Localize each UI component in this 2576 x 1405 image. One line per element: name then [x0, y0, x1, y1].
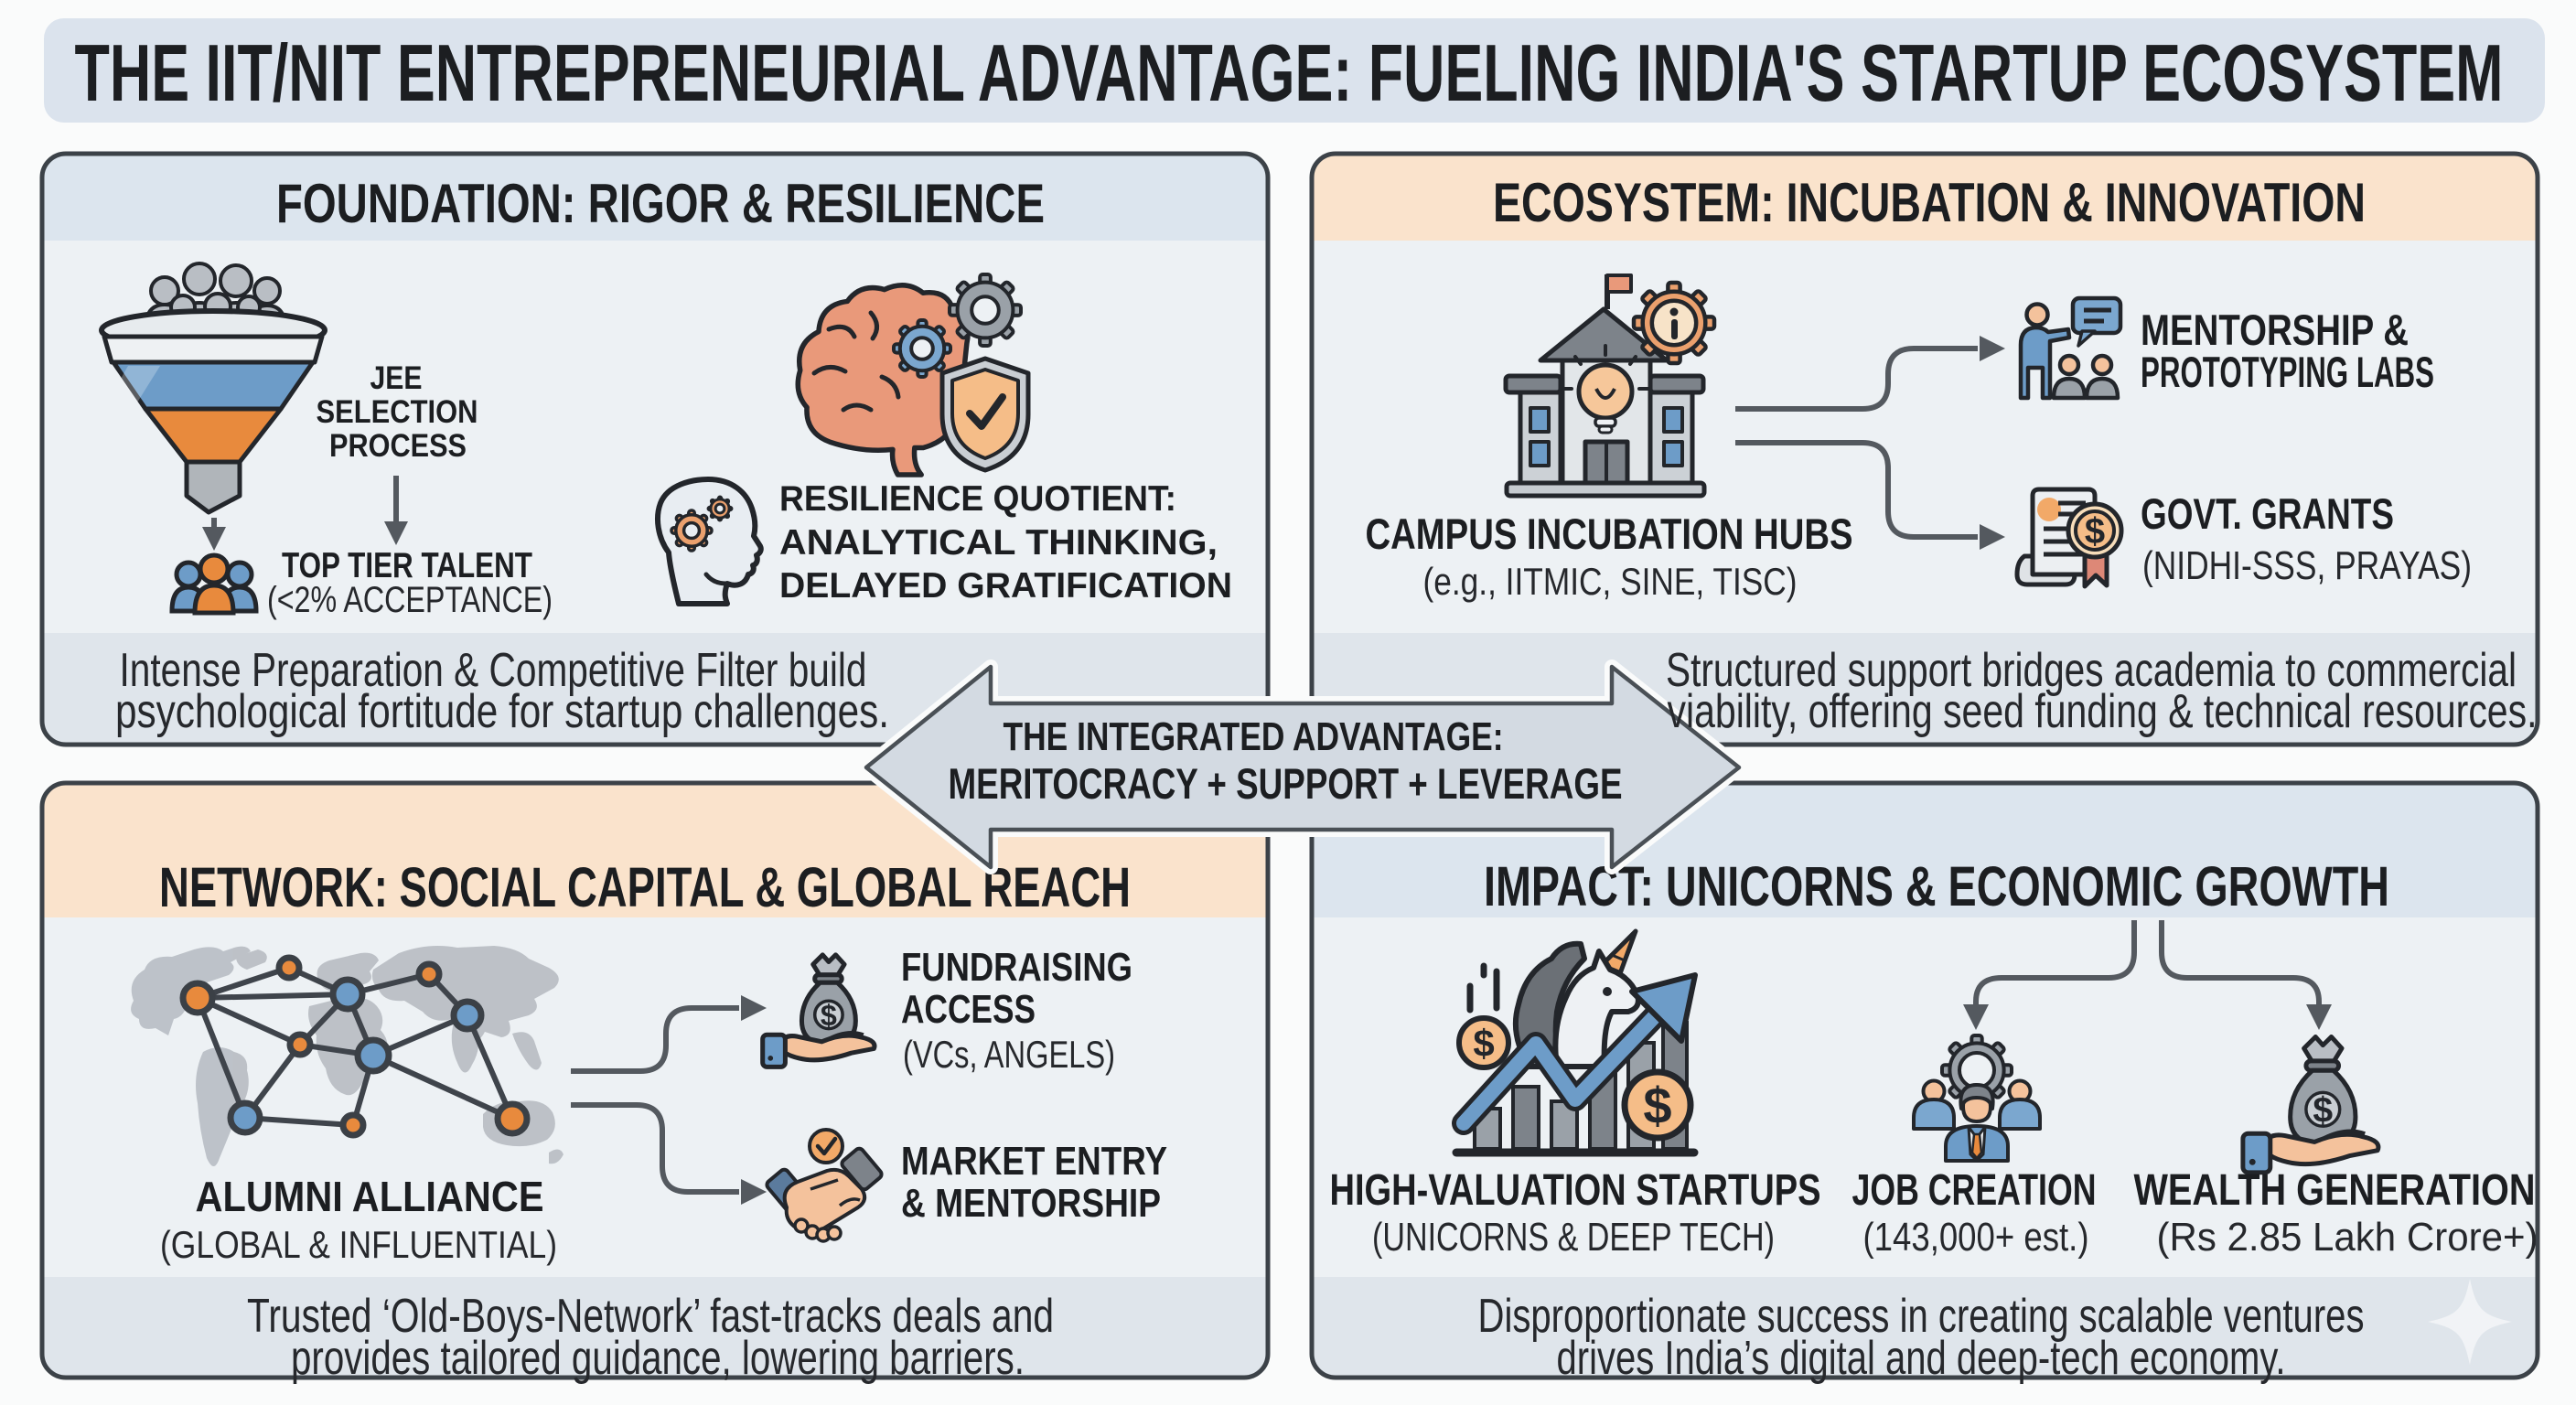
svg-text:MERITOCRACY + SUPPORT + LEVERA: MERITOCRACY + SUPPORT + LEVERAGE	[949, 759, 1623, 808]
svg-text:RESILIENCE QUOTIENT:: RESILIENCE QUOTIENT:	[779, 479, 1176, 519]
svg-text:ECOSYSTEM: INCUBATION & INNOVA: ECOSYSTEM: INCUBATION & INNOVATION	[1493, 172, 2366, 233]
svg-text:ALUMNI ALLIANCE: ALUMNI ALLIANCE	[196, 1173, 544, 1220]
svg-text:(UNICORNS & DEEP TECH): (UNICORNS & DEEP TECH)	[1372, 1215, 1775, 1260]
svg-text:& MENTORSHIP: & MENTORSHIP	[901, 1181, 1161, 1226]
svg-text:Trusted ‘Old-Boys-Network’ fas: Trusted ‘Old-Boys-Network’ fast-tracks d…	[247, 1290, 1054, 1343]
svg-text:drives India’s digital and dee: drives India’s digital and deep-tech eco…	[1557, 1332, 2286, 1385]
svg-text:DELAYED GRATIFICATION: DELAYED GRATIFICATION	[779, 566, 1232, 606]
svg-text:(VCs, ANGELS): (VCs, ANGELS)	[903, 1033, 1115, 1076]
svg-text:(Rs 2.85 Lakh Crore+): (Rs 2.85 Lakh Crore+)	[2157, 1215, 2538, 1260]
svg-text:$: $	[2085, 511, 2105, 552]
svg-text:MENTORSHIP &: MENTORSHIP &	[2141, 306, 2409, 354]
svg-text:HIGH-VALUATION STARTUPS: HIGH-VALUATION STARTUPS	[1330, 1166, 1821, 1215]
svg-text:PROCESS: PROCESS	[329, 428, 467, 464]
svg-text:(e.g., IITMIC, SINE, TISC): (e.g., IITMIC, SINE, TISC)	[1423, 560, 1798, 603]
svg-text:(NIDHI-SSS, PRAYAS): (NIDHI-SSS, PRAYAS)	[2142, 543, 2472, 588]
svg-text:(GLOBAL & INFLUENTIAL): (GLOBAL & INFLUENTIAL)	[160, 1223, 557, 1266]
svg-text:FUNDRAISING: FUNDRAISING	[901, 945, 1132, 990]
svg-text:FOUNDATION: RIGOR & RESILIENCE: FOUNDATION: RIGOR & RESILIENCE	[276, 173, 1045, 234]
svg-text:Disproportionate success in cr: Disproportionate success in creating sca…	[1478, 1290, 2365, 1343]
svg-text:Intense Preparation & Competit: Intense Preparation & Competitive Filter…	[120, 644, 867, 697]
svg-text:viability, offering seed fundi: viability, offering seed funding & techn…	[1668, 685, 2538, 738]
svg-text:$: $	[821, 999, 837, 1032]
svg-text:JOB CREATION: JOB CREATION	[1852, 1166, 2097, 1215]
svg-text:WEALTH GENERATION: WEALTH GENERATION	[2134, 1166, 2536, 1215]
svg-text:NETWORK: SOCIAL CAPITAL & GLOB: NETWORK: SOCIAL CAPITAL & GLOBAL REACH	[159, 856, 1131, 918]
svg-text:CAMPUS INCUBATION HUBS: CAMPUS INCUBATION HUBS	[1366, 509, 1853, 558]
svg-text:provides tailored guidance, lo: provides tailored guidance, lowering bar…	[291, 1332, 1025, 1385]
svg-text:$: $	[1643, 1077, 1671, 1134]
svg-text:GOVT. GRANTS: GOVT. GRANTS	[2141, 489, 2394, 538]
svg-text:Structured support bridges aca: Structured support bridges academia to c…	[1666, 644, 2517, 697]
svg-text:(143,000+ est.): (143,000+ est.)	[1863, 1215, 2089, 1260]
svg-text:MARKET ENTRY: MARKET ENTRY	[901, 1139, 1167, 1184]
svg-text:IMPACT: UNICORNS & ECONOMIC GR: IMPACT: UNICORNS & ECONOMIC GROWTH	[1484, 855, 2389, 917]
svg-text:THE IIT/NIT ENTREPRENEURIAL AD: THE IIT/NIT ENTREPRENEURIAL ADVANTAGE: F…	[75, 27, 2504, 118]
svg-text:SELECTION: SELECTION	[317, 394, 478, 430]
svg-text:PROTOTYPING LABS: PROTOTYPING LABS	[2141, 348, 2434, 396]
svg-text:ACCESS: ACCESS	[901, 987, 1036, 1032]
svg-text:$: $	[1473, 1022, 1494, 1065]
svg-text:ANALYTICAL THINKING,: ANALYTICAL THINKING,	[779, 523, 1218, 563]
svg-text:(<2% ACCEPTANCE): (<2% ACCEPTANCE)	[267, 580, 553, 620]
svg-text:TOP TIER TALENT: TOP TIER TALENT	[282, 546, 532, 585]
svg-text:$: $	[2313, 1091, 2333, 1131]
svg-text:THE INTEGRATED ADVANTAGE:: THE INTEGRATED ADVANTAGE:	[1004, 714, 1504, 759]
svg-text:psychological fortitude for st: psychological fortitude for startup chal…	[115, 685, 889, 738]
svg-text:JEE: JEE	[370, 360, 423, 396]
